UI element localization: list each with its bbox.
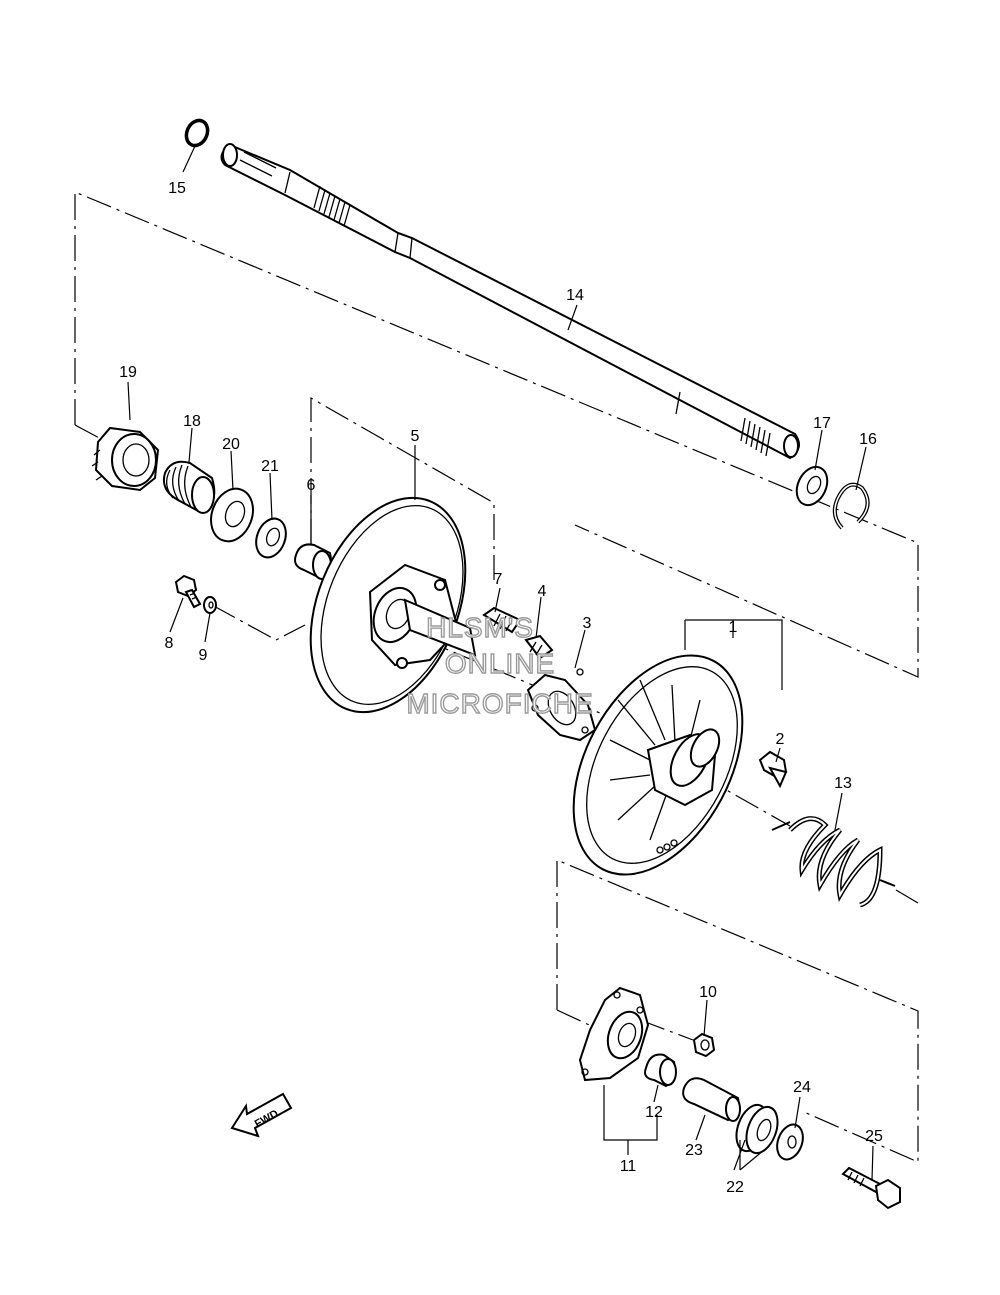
callout-12: 12 [645, 1104, 663, 1121]
washer-small [255, 517, 287, 559]
bearing-housing [578, 986, 650, 1082]
watermark: HLSM'S ONLINE MICROFICHE [406, 611, 594, 719]
callout-3: 3 [583, 615, 592, 632]
callout-11: 11 [620, 1158, 637, 1175]
callout-5: 5 [411, 428, 420, 445]
watermark-line1: HLSM'S [426, 612, 534, 643]
slider-pin [524, 634, 554, 660]
watermark-line2: ONLINE [445, 648, 555, 679]
o-ring [184, 118, 210, 148]
small-washer [203, 596, 217, 614]
callout-24: 24 [793, 1079, 811, 1096]
collar [682, 1077, 741, 1122]
castle-nut [91, 426, 160, 492]
callout-23: 23 [685, 1142, 703, 1159]
callout-7: 7 [494, 571, 503, 588]
callout-16: 16 [859, 431, 877, 448]
bearing [644, 1053, 677, 1088]
hex-nut [692, 1032, 716, 1058]
callout-6: 6 [307, 477, 316, 494]
leader-lines [127, 145, 874, 1181]
sheave-screw [482, 606, 522, 634]
callout-8: 8 [165, 635, 174, 652]
slider-piece [758, 750, 788, 789]
group-outline-nut-side [74, 424, 104, 441]
end-bolt [841, 1166, 901, 1210]
callout-15: 15 [168, 180, 186, 197]
group-outline-sheave [310, 396, 495, 580]
callout-13: 13 [834, 775, 852, 792]
callout-10: 10 [699, 984, 717, 1001]
callout-22: 22 [726, 1179, 744, 1196]
washer-large [210, 487, 254, 543]
secondary-shaft [220, 143, 800, 460]
callout-4: 4 [538, 583, 547, 600]
group-outline-housing-link [556, 1009, 601, 1031]
circlip [832, 482, 870, 530]
callout-14: 14 [566, 287, 584, 304]
callout-20: 20 [222, 436, 240, 453]
watermark-line3: MICROFICHE [406, 688, 593, 719]
movable-sheave [572, 654, 744, 876]
circlip-inner [834, 483, 869, 529]
callout-numbers: 1 2 3 4 5 6 7 8 9 10 11 12 13 14 15 16 1… [119, 180, 883, 1196]
shaft-washer [795, 465, 829, 507]
compression-spring [771, 816, 896, 908]
callout-19: 19 [119, 364, 137, 381]
callout-9: 9 [199, 647, 208, 664]
fwd-arrow-icon: FWD [230, 1092, 293, 1138]
callout-18: 18 [183, 413, 201, 430]
flange-bolt [174, 574, 202, 609]
fixed-sheave [309, 496, 477, 714]
callout-2: 2 [776, 731, 785, 748]
threaded-sleeve [162, 460, 216, 514]
callout-21: 21 [261, 458, 279, 475]
callout-17: 17 [813, 415, 831, 432]
group-outline-bearing-housing [556, 859, 919, 1163]
callout-1: 1 [729, 619, 738, 636]
group-outline-bolt-link [211, 604, 306, 641]
group-outline-spring-link [895, 889, 919, 904]
group-outline-main [74, 191, 919, 678]
group-outline-collar-link [639, 1019, 694, 1041]
damper [735, 1103, 779, 1155]
callout-25: 25 [865, 1128, 883, 1145]
end-washer [776, 1123, 804, 1161]
